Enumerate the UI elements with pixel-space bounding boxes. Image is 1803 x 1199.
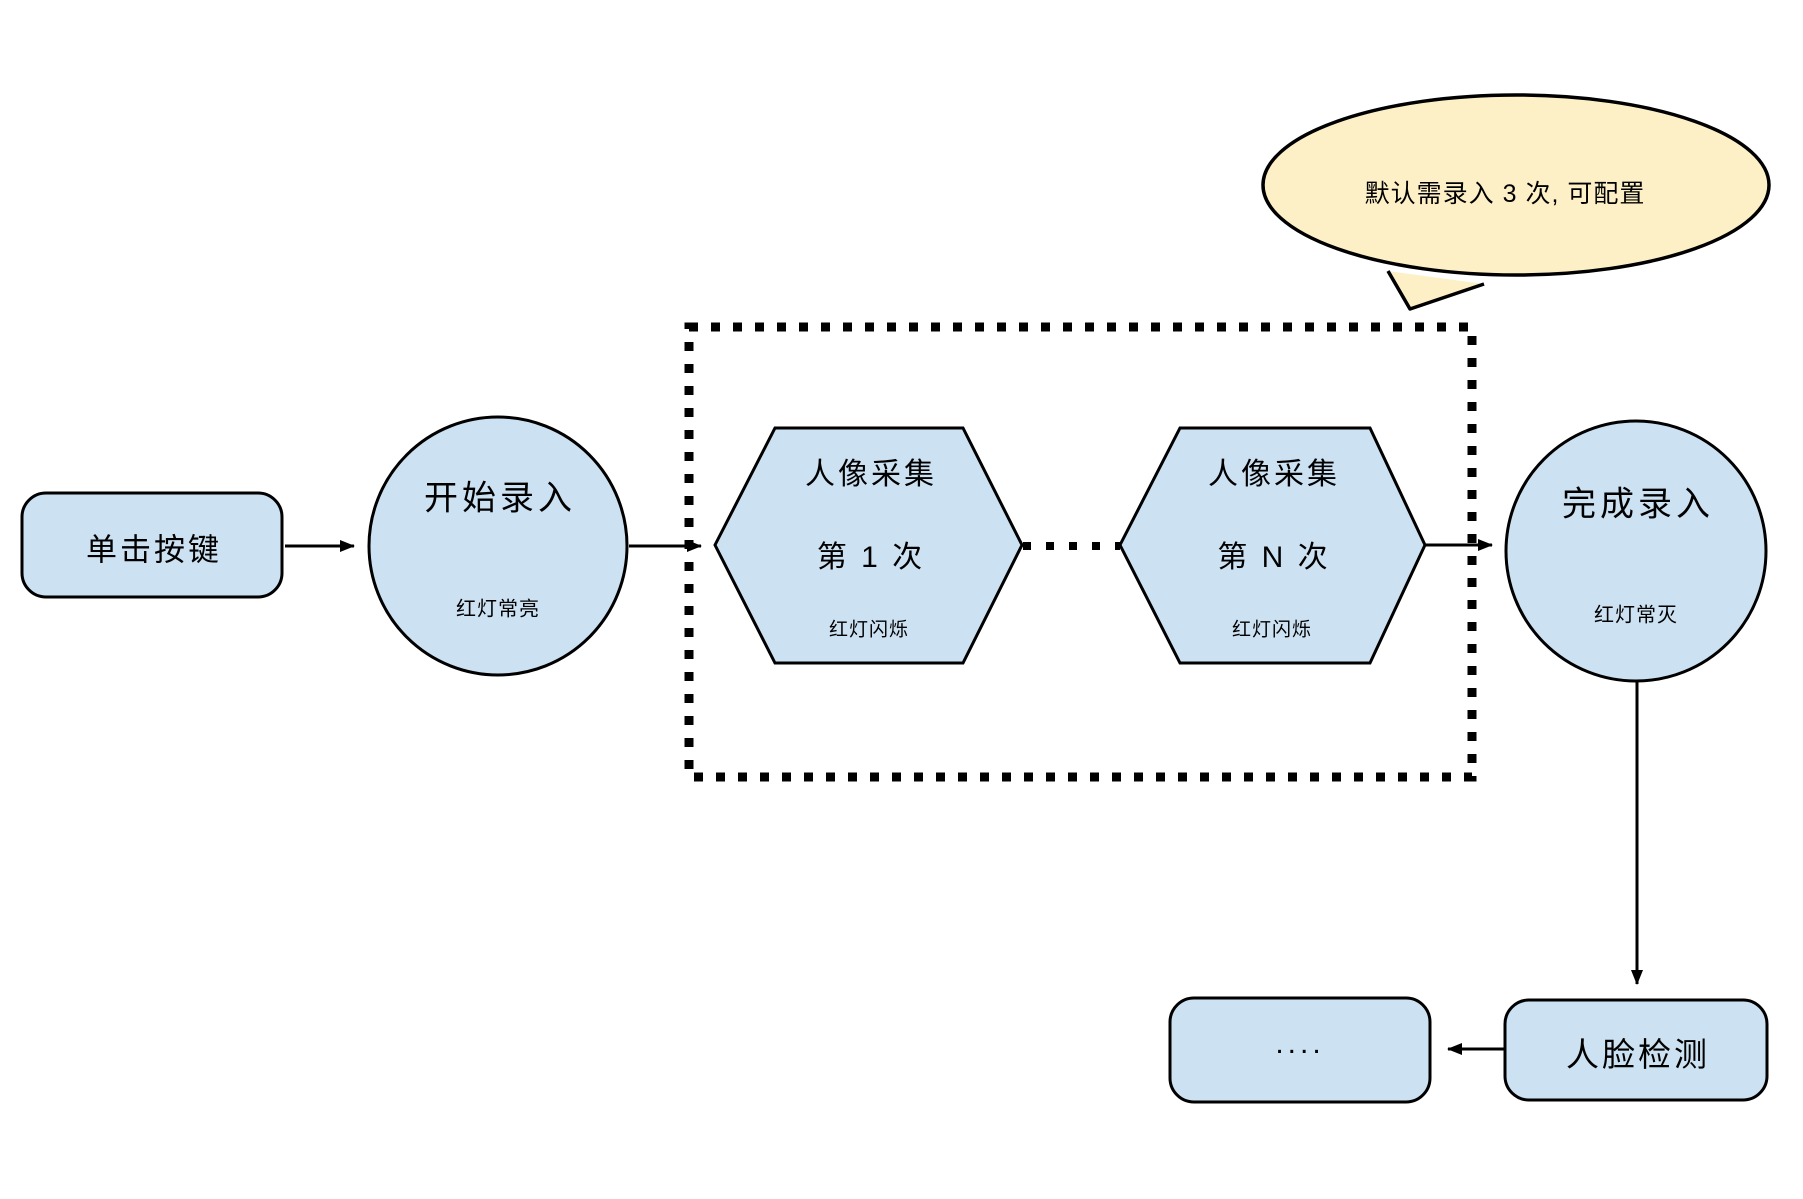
node-capture-first-sublabel: 第 1 次 (816, 541, 926, 574)
node-face-detection-label: 人脸检测 (1566, 1036, 1710, 1073)
callout-text: 默认需录入 3 次, 可配置 (1364, 180, 1646, 208)
node-finish-label: 完成录入 (1562, 485, 1714, 524)
node-start-shape (367, 415, 629, 677)
node-start-label: 开始录入 (424, 479, 576, 518)
node-capture-first-label: 人像采集 (805, 458, 937, 491)
node-capture-first-status: 红灯闪烁 (828, 619, 910, 641)
node-continuation-label: .... (1275, 1027, 1325, 1060)
callout-bubble-tail (1386, 270, 1485, 311)
node-capture-nth-status: 红灯闪烁 (1231, 619, 1313, 641)
node-start-status: 红灯常亮 (456, 598, 540, 621)
node-capture-nth-shape (1118, 426, 1427, 665)
node-capture-nth-label: 人像采集 (1208, 458, 1340, 491)
callout-bubble-shape (1261, 93, 1771, 277)
node-finish-shape (1504, 419, 1768, 683)
node-continuation-shape (1168, 996, 1432, 1104)
node-capture-first-shape (713, 426, 1024, 665)
node-click-button-label: 单击按键 (86, 532, 222, 568)
node-finish-status: 红灯常灭 (1594, 604, 1678, 627)
node-click-button-shape (20, 491, 284, 599)
node-capture-nth-sublabel: 第 N 次 (1217, 541, 1331, 574)
node-face-detection-shape (1503, 998, 1769, 1102)
